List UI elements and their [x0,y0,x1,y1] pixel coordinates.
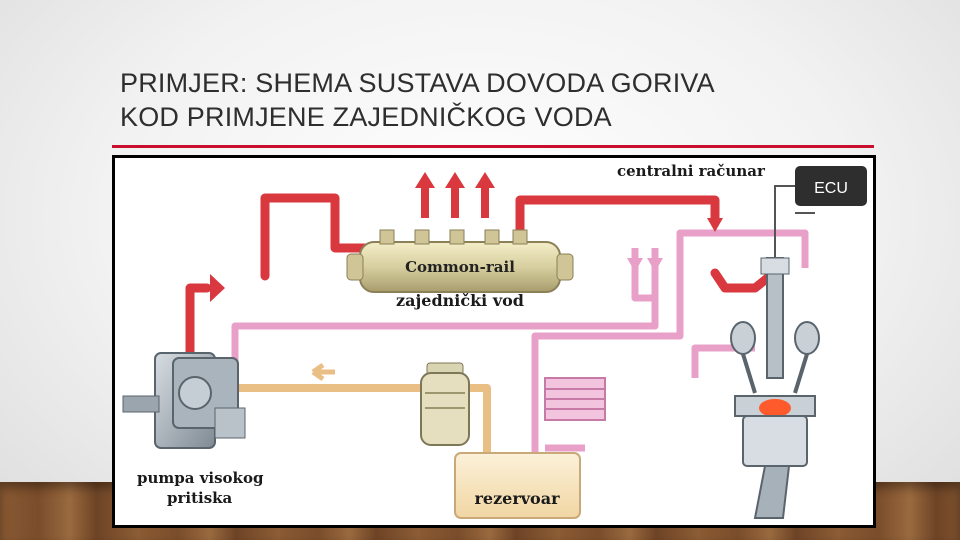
tank-label: rezervoar [474,489,560,508]
high-pressure-line [185,193,775,368]
pressure-relief-arrows [415,172,495,218]
common-rail-label: Common-rail [405,258,515,276]
fuel-filter [420,362,470,446]
injector [760,257,790,379]
engine-cylinder [734,395,816,519]
high-pressure-arrow [210,218,723,302]
fuel-system-diagram: Common-rail zajednički vod pumpa visokog… [112,155,876,528]
pump-caption-line-2: pritiska [167,489,233,507]
ecu-signal-line [774,185,815,263]
high-pressure-pump [122,352,246,449]
common-rail: Common-rail [346,229,574,293]
flow-arrow-left [311,362,335,382]
engine-valves [730,321,820,394]
fuel-tank [454,452,581,519]
common-rail-caption: zajednički vod [396,291,524,310]
cooler [544,377,606,421]
ecu-box: ECU [795,166,867,206]
computer-label: centralni računar [617,162,766,180]
ecu-label: ECU [814,180,848,197]
slide-title-line-2: KOD PRIMJENE ZAJEDNIČKOG VODA [120,102,612,132]
pump-caption-line-1: pumpa visokog [137,469,264,487]
slide-title: PRIMJER: SHEMA SUSTAVA DOVODA GORIVA KOD… [120,66,880,134]
title-underline [112,145,874,148]
slide-title-line-1: PRIMJER: SHEMA SUSTAVA DOVODA GORIVA [120,68,715,98]
